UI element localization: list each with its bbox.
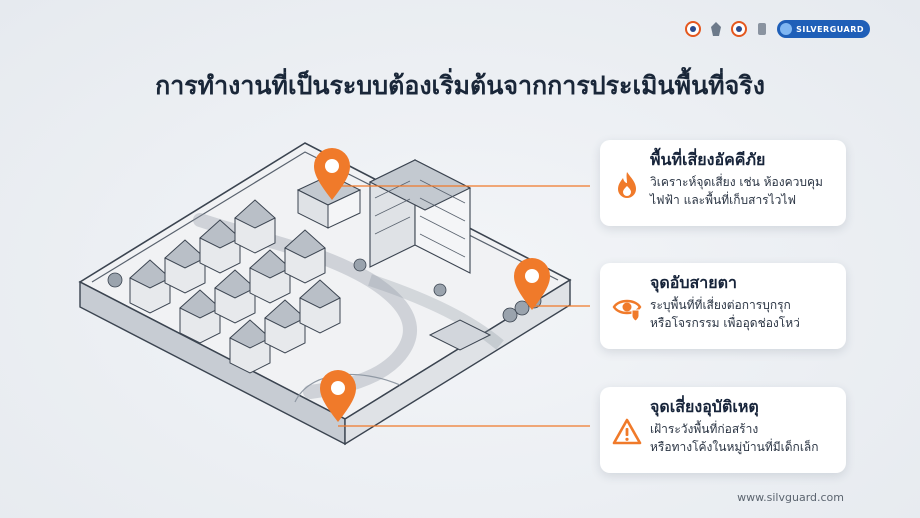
card-title: พื้นที่เสี่ยงอัคคีภัย bbox=[650, 150, 766, 169]
warning-icon bbox=[612, 418, 642, 445]
card-description: หรือโจรกรรม เพื่ออุดช่องโหว่ bbox=[650, 316, 800, 330]
card-title: จุดเสี่ยงอุบัติเหตุ bbox=[650, 397, 759, 416]
fire-risk-card: พื้นที่เสี่ยงอัคคีภัย วิเคราะห์จุดเสี่ยง… bbox=[600, 140, 846, 226]
page-title: การทำงานที่เป็นระบบต้องเริ่มต้นจากการประ… bbox=[155, 71, 765, 100]
partner-logos: SILVERGUARD bbox=[685, 20, 870, 38]
card-description: วิเคราะห์จุดเสี่ยง เช่น ห้องควบคุม bbox=[650, 175, 823, 189]
emblem-icon bbox=[758, 23, 767, 35]
brand-name: SILVERGUARD bbox=[796, 24, 864, 34]
card-description: หรือทางโค้งในหมู่บ้านที่มีเด็กเล็ก bbox=[650, 440, 819, 454]
certification-badge-icon bbox=[731, 21, 748, 37]
card-description: ไฟฟ้า และพื้นที่เก็บสารไวไฟ bbox=[650, 193, 796, 207]
accident-risk-pin-icon bbox=[320, 370, 356, 422]
logo-mark-icon bbox=[780, 23, 793, 35]
blind-spot-card: จุดอับสายตา ระบุพื้นที่ที่เสี่ยงต่อการบุ… bbox=[600, 263, 846, 349]
website-url[interactable]: www.silvguard.com bbox=[737, 491, 844, 504]
emblem-icon bbox=[711, 22, 722, 36]
accident-risk-card: จุดเสี่ยงอุบัติเหตุ เฝ้าระวังพื้นที่ก่อส… bbox=[600, 387, 846, 473]
fire-icon bbox=[618, 172, 636, 198]
card-description: ระบุพื้นที่ที่เสี่ยงต่อการบุกรุก bbox=[650, 298, 791, 312]
isometric-village-illustration bbox=[78, 142, 590, 446]
card-title: จุดอับสายตา bbox=[650, 273, 738, 292]
card-description: เฝ้าระวังพื้นที่ก่อสร้าง bbox=[650, 422, 759, 436]
fire-risk-pin-icon bbox=[314, 148, 350, 200]
eye-shield-icon bbox=[612, 299, 642, 322]
certification-badge-icon bbox=[685, 21, 702, 37]
silverguard-logo: SILVERGUARD bbox=[777, 20, 870, 38]
blind-spot-pin-icon bbox=[514, 258, 550, 310]
